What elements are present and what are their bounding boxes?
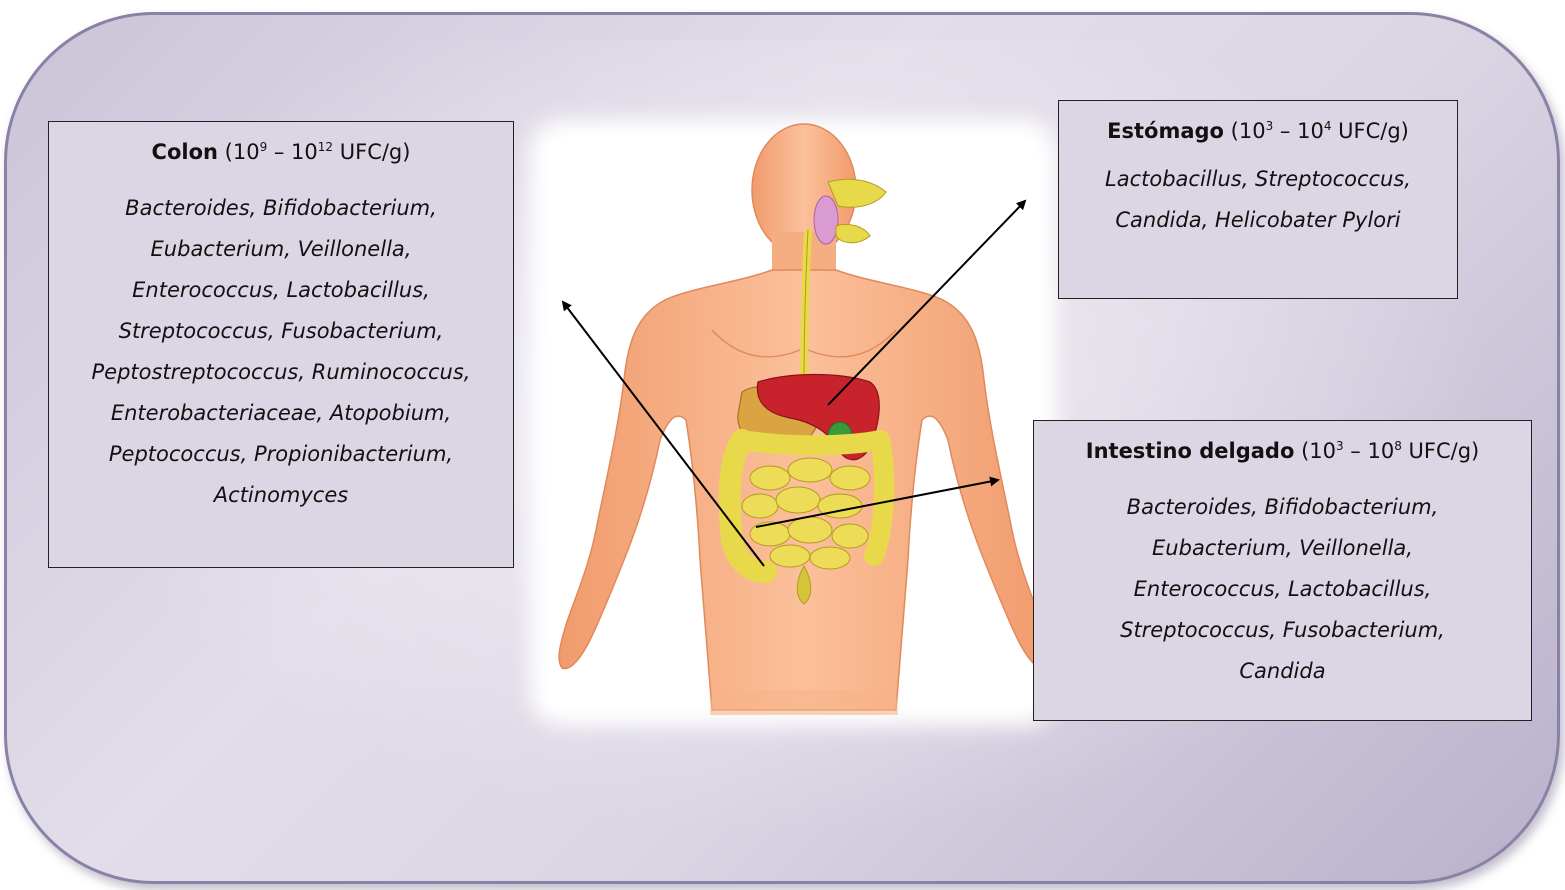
organism-line: Peptostreptococcus, Ruminococcus,: [57, 352, 505, 393]
organism-line: Enterococcus, Lactobacillus,: [57, 270, 505, 311]
transverse-colon: [742, 440, 880, 445]
digestive-system: [730, 179, 886, 604]
organism-line: Enterococcus, Lactobacillus,: [1042, 569, 1523, 610]
colon-name: Colon: [152, 140, 218, 164]
stomach-title: Estómago (103 – 104 UFC/g): [1067, 117, 1449, 145]
organism-line: Candida: [1042, 651, 1523, 692]
hips: [710, 690, 898, 715]
stomach-box: Estómago (103 – 104 UFC/g) Lactobacillus…: [1058, 100, 1458, 299]
stomach-organisms: Lactobacillus, Streptococcus, Candida, H…: [1067, 159, 1449, 241]
intestine-organisms: Bacteroides, Bifidobacterium, Eubacteriu…: [1042, 487, 1523, 692]
colon-organisms: Bacteroides, Bifidobacterium, Eubacteriu…: [57, 188, 505, 516]
salivary-gland: [814, 196, 838, 244]
intestine-title: Intestino delgado (103 – 108 UFC/g): [1042, 437, 1523, 465]
organism-line: Streptococcus, Fusobacterium,: [57, 311, 505, 352]
colon-box: Colon (109 – 1012 UFC/g) Bacteroides, Bi…: [48, 121, 514, 568]
intestine-name: Intestino delgado: [1086, 439, 1295, 463]
organism-line: Streptococcus, Fusobacterium,: [1042, 610, 1523, 651]
organism-line: Eubacterium, Veillonella,: [1042, 528, 1523, 569]
tongue: [836, 224, 870, 242]
organism-line: Peptococcus, Propionibacterium,: [57, 434, 505, 475]
organism-line: Bacteroides, Bifidobacterium,: [57, 188, 505, 229]
descending-colon: [874, 440, 884, 556]
stomach-name: Estómago: [1107, 119, 1224, 143]
organism-line: Candida, Helicobater Pylori: [1067, 200, 1449, 241]
organism-line: Bacteroides, Bifidobacterium,: [1042, 487, 1523, 528]
nasal-cavity: [828, 179, 886, 207]
organism-line: Eubacterium, Veillonella,: [57, 229, 505, 270]
organism-line: Enterobacteriaceae, Atopobium,: [57, 393, 505, 434]
organism-line: Lactobacillus, Streptococcus,: [1067, 159, 1449, 200]
colon-title: Colon (109 – 1012 UFC/g): [57, 138, 505, 166]
organism-line: Actinomyces: [57, 475, 505, 516]
intestine-box: Intestino delgado (103 – 108 UFC/g) Bact…: [1033, 420, 1532, 721]
